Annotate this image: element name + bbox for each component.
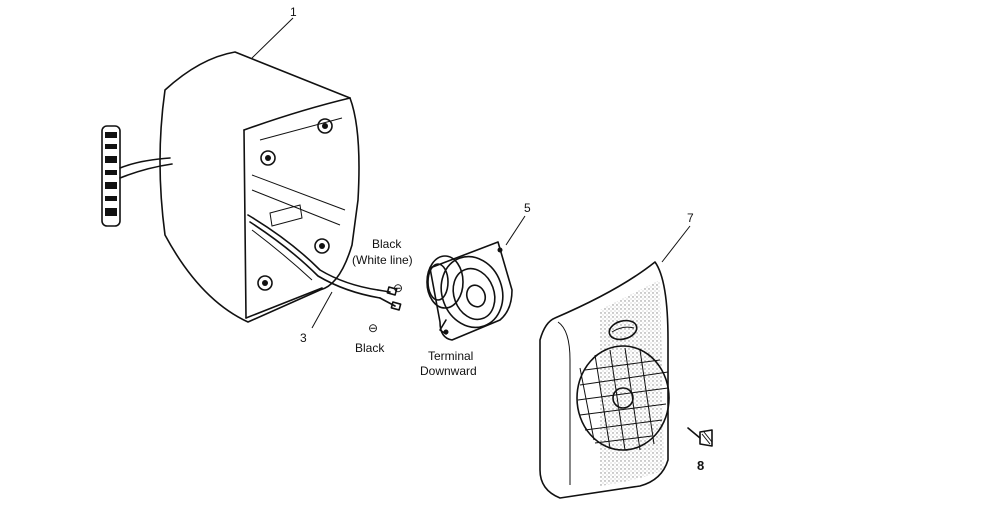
label-white-line: (White line): [352, 253, 413, 267]
screw-part-8: [687, 427, 713, 447]
cabinet-part-1: [159, 17, 381, 323]
part-number-8: 8: [697, 458, 704, 473]
label-black-white-line: Black: [372, 237, 402, 251]
part-number-5: 5: [524, 201, 531, 215]
label-downward: Downward: [420, 364, 477, 378]
minus-symbol-upper: ⊖: [393, 281, 403, 295]
part-number-1: 1: [290, 5, 297, 19]
label-black: Black: [355, 341, 385, 355]
label-terminal: Terminal: [428, 349, 473, 363]
part-number-7: 7: [687, 211, 694, 225]
minus-symbol-lower: ⊖: [368, 321, 378, 335]
plug-connector: [101, 125, 173, 227]
lead-wires-part-3: [311, 286, 402, 329]
part-number-3: 3: [300, 331, 307, 345]
speaker-unit-part-5: [426, 215, 526, 341]
grille-panel-part-7: [539, 225, 691, 499]
